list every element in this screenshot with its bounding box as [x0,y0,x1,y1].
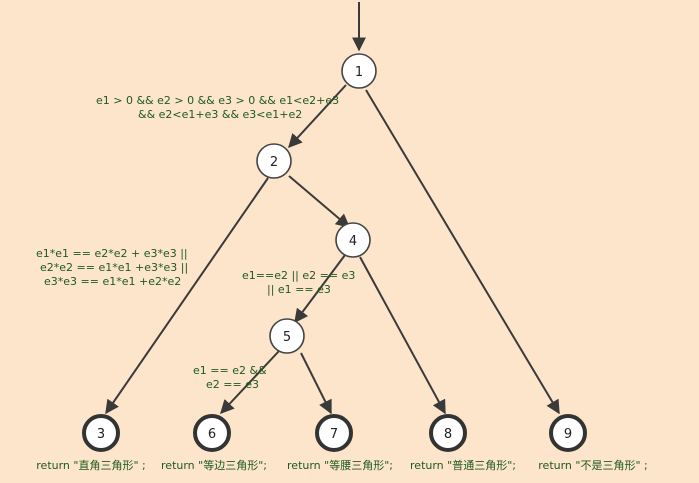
node-6-label: 6 [208,427,216,442]
edge-5-6 [220,350,280,415]
node-3-label: 3 [97,427,105,442]
node-1: 1 [341,53,377,89]
node-2: 2 [256,143,292,179]
node-5: 5 [269,318,305,354]
condition-edge-4-5: e1==e2 || e2 == e3 || e1 == e3 [242,269,359,296]
node-5-label: 5 [283,330,291,345]
node-9-label: 9 [564,427,572,442]
node-4-label: 4 [349,234,357,249]
condition-edge-1-2: e1 > 0 && e2 > 0 && e3 > 0 && e1<e2+e3 &… [96,94,343,121]
node-9: 9 [549,414,587,452]
node-6: 6 [193,414,231,452]
edge-5-7 [300,352,332,415]
edge-2-4 [288,175,351,228]
return-node-3: return "直角三角形" ; [36,458,145,472]
edge-4-5 [294,254,346,324]
return-node-8: return "普通三角形"; [410,458,516,472]
edge-2-3 [105,177,269,415]
condition-edge-5-6: e1 == e2 && e2 == e3 [193,364,270,391]
node-8-label: 8 [444,427,452,442]
return-node-6: return "等边三角形"; [161,458,267,472]
return-node-9: return "不是三角形" ; [538,459,647,472]
return-node-7: return "等腰三角形"; [287,458,393,472]
edge-1-9 [365,89,560,415]
node-1-label: 1 [355,65,363,80]
edge-1-2 [288,84,347,149]
node-7-label: 7 [330,427,338,442]
condition-edge-2-3: e1*e1 == e2*e2 + e3*e3 || e2*e2 == e1*e1… [36,247,192,288]
node-3: 3 [82,414,120,452]
node-4: 4 [335,222,371,258]
node-8: 8 [429,414,467,452]
node-2-label: 2 [270,155,278,170]
node-7: 7 [315,414,353,452]
edge-4-8 [359,256,446,415]
